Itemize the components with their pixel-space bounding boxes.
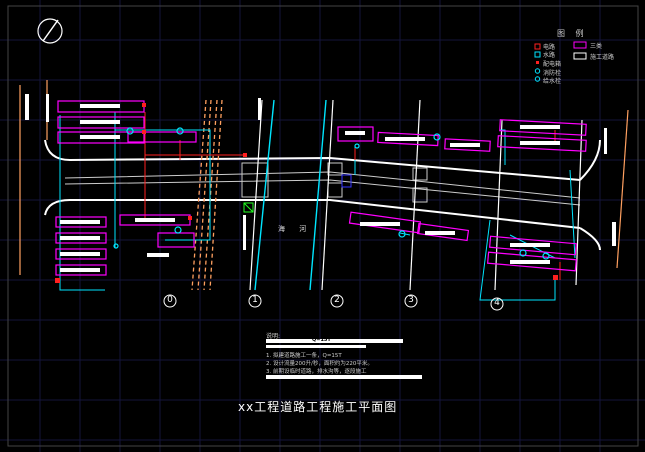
legend-label-class3: 三类 bbox=[590, 43, 603, 50]
gate-marker-cross bbox=[243, 202, 254, 213]
drawing-frame bbox=[7, 5, 639, 447]
axis-label-4: 4 bbox=[494, 298, 500, 308]
legend-label-power: 电路 bbox=[543, 44, 556, 51]
gate-marker bbox=[243, 202, 254, 213]
side-walls bbox=[249, 99, 583, 291]
notes-heading: 说明: bbox=[266, 333, 281, 340]
river-label: 海 河 bbox=[278, 225, 313, 233]
inner-road bbox=[64, 162, 581, 206]
legend-label-hydrant: 消防栓 bbox=[543, 70, 562, 77]
legend-label-power-box: 配电箱 bbox=[543, 61, 562, 68]
water-network bbox=[59, 112, 576, 301]
legend-swatches bbox=[534, 41, 587, 82]
hydrant-icons bbox=[113, 127, 550, 260]
power-box-icons bbox=[55, 103, 558, 283]
building-group bbox=[55, 100, 587, 276]
notes-bars bbox=[266, 339, 422, 379]
north-arrow-icon bbox=[37, 18, 63, 44]
notes-line-1: 1. 拟建道路施工一条，Q=15T bbox=[266, 353, 342, 359]
axis-label-0: 0 bbox=[167, 295, 173, 305]
notes-line-3: 3. 前期设临时道路，排水沟等，逐段施工 bbox=[266, 369, 367, 375]
main-road bbox=[44, 139, 601, 251]
water-main bbox=[254, 99, 327, 291]
axis-label-2: 2 bbox=[334, 295, 340, 305]
notes-badge: Q=15T bbox=[312, 337, 331, 343]
pump-marker bbox=[341, 174, 352, 188]
notes-line-2: 2. 设计流量200升/秒，面积约为220平米。 bbox=[266, 361, 373, 367]
axis-label-1: 1 bbox=[252, 295, 258, 305]
legend-label-construction-road: 施工道路 bbox=[590, 54, 615, 61]
legend-label-water-tap: 给水栓 bbox=[543, 78, 562, 85]
drawing-title: xx工程道路工程施工平面图 bbox=[238, 400, 398, 414]
building-labels bbox=[25, 94, 616, 272]
river-bank bbox=[191, 99, 223, 291]
legend-label-water: 水路 bbox=[543, 52, 556, 59]
legend-heading: 图 例 bbox=[557, 29, 588, 38]
axis-label-3: 3 bbox=[408, 295, 414, 305]
axis-markers bbox=[163, 294, 504, 311]
